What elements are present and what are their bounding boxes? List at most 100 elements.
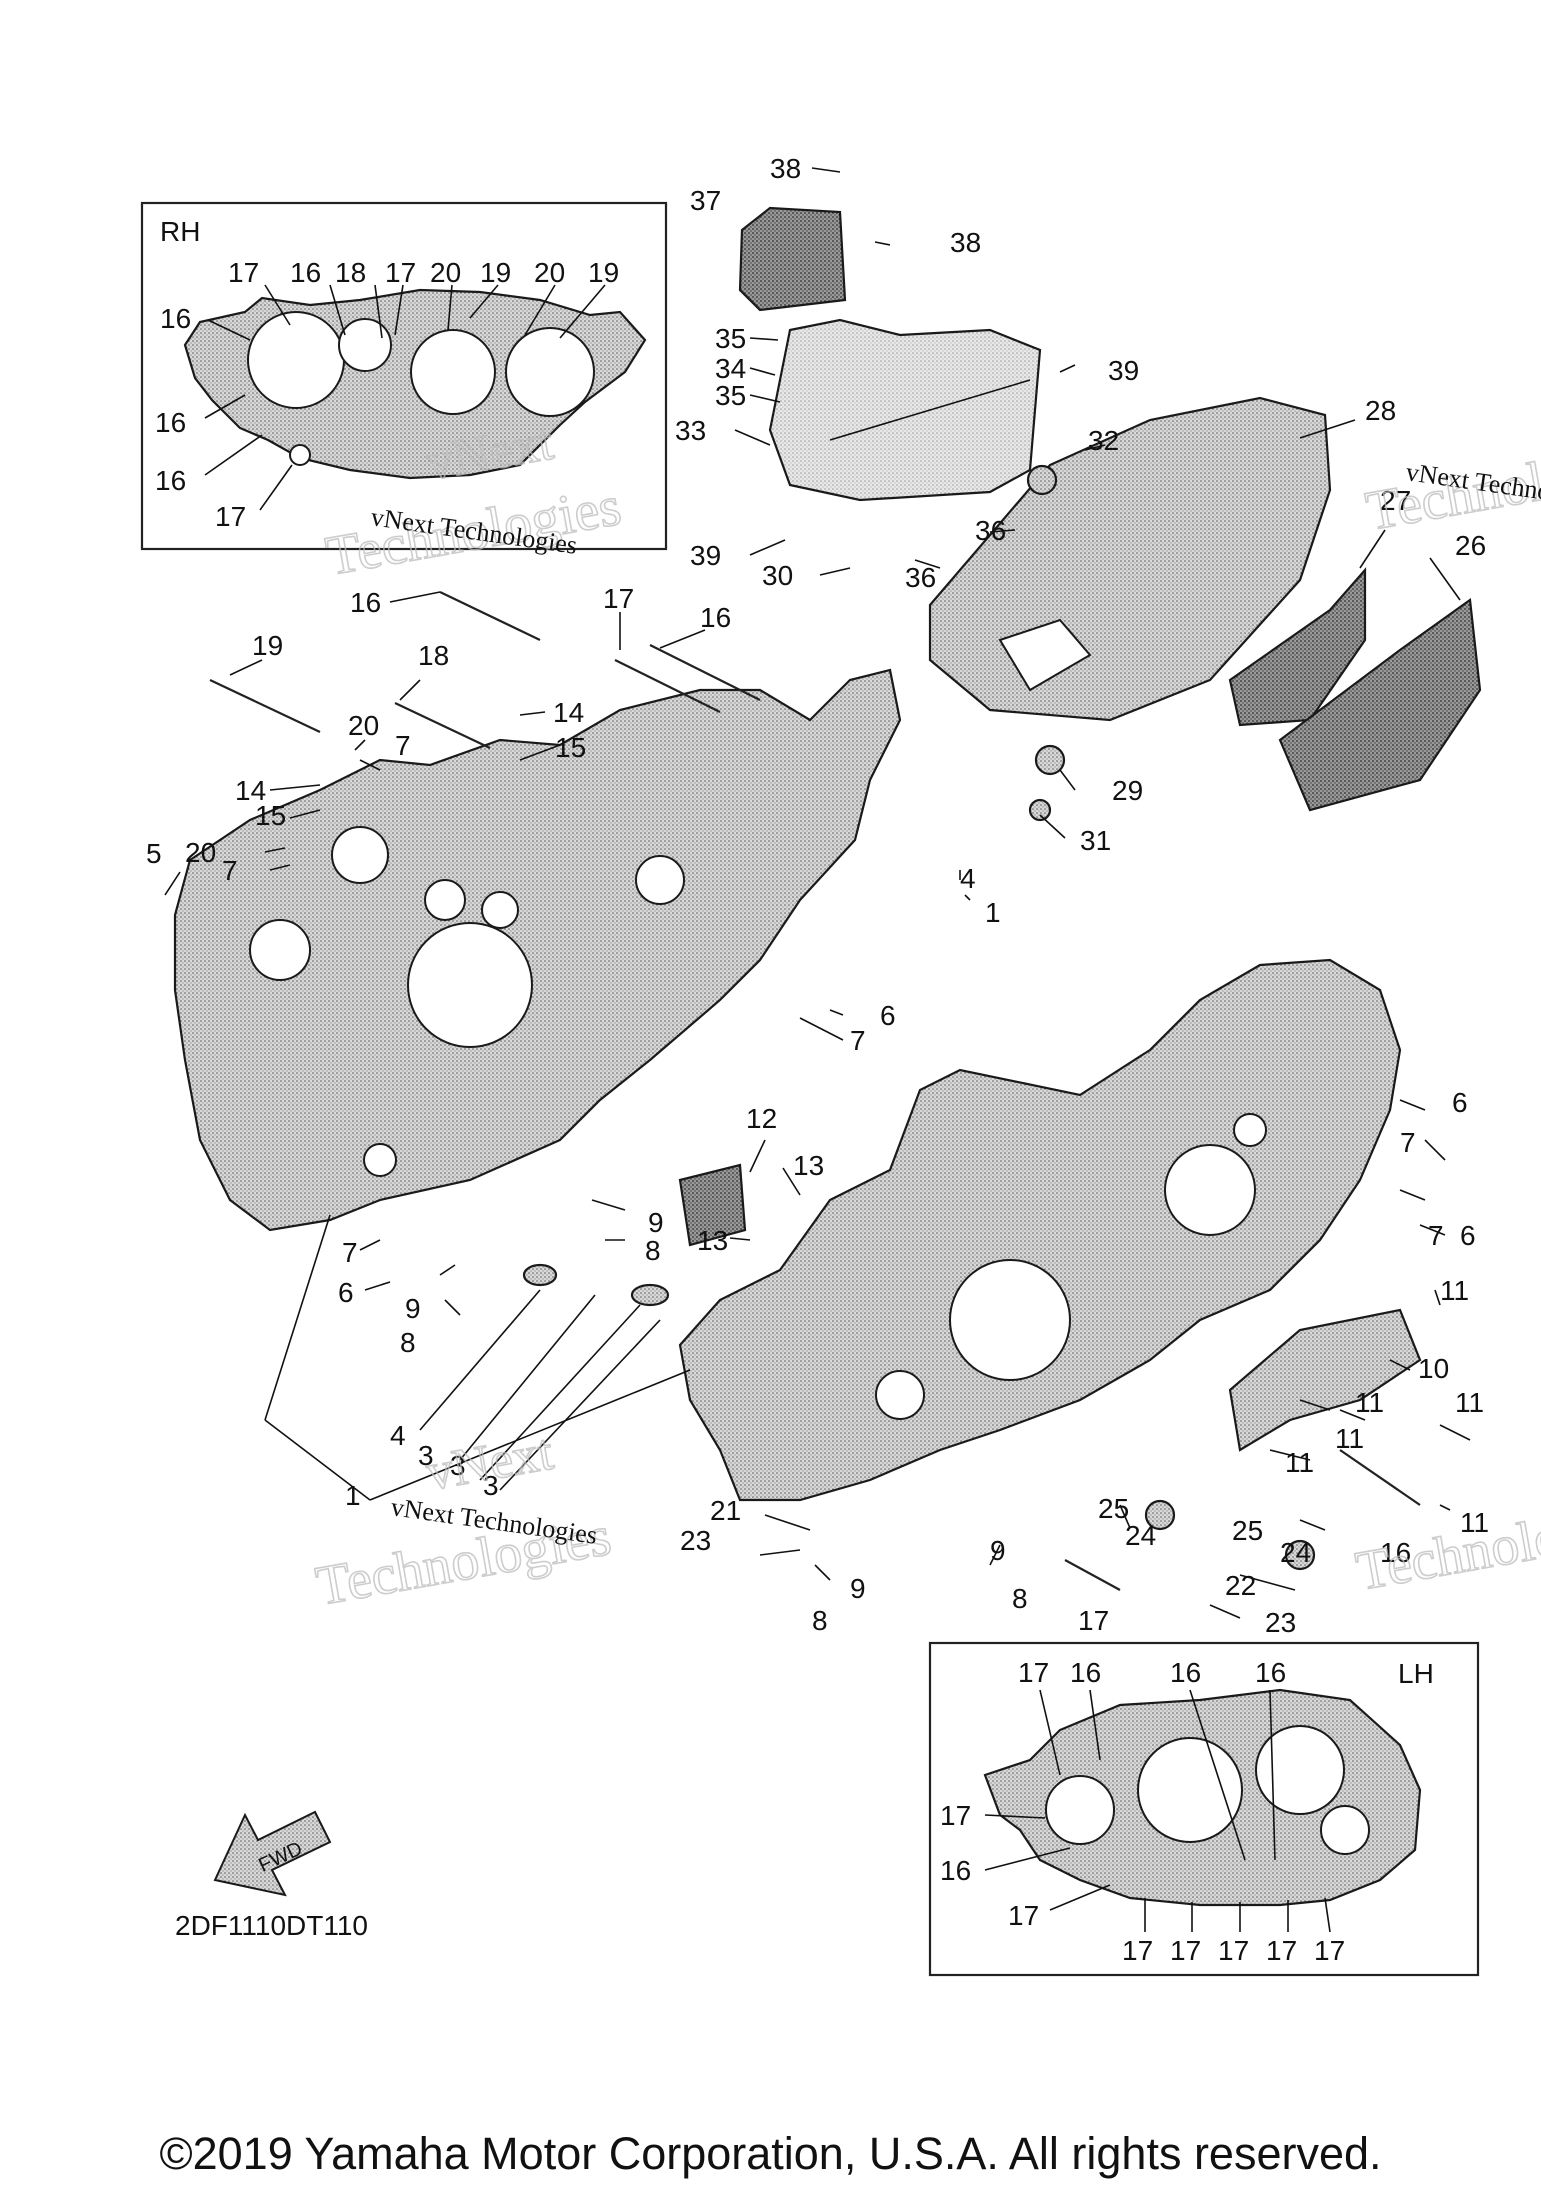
lh-callout: 17	[940, 1800, 971, 1831]
callout: 32	[1088, 425, 1119, 456]
callout: 27	[1380, 485, 1411, 516]
rh-callout: 16	[290, 257, 321, 288]
rh-main-bore	[410, 329, 496, 415]
callout: 38	[950, 227, 981, 258]
dowel-4	[522, 1263, 558, 1287]
rh-callout: 18	[335, 257, 366, 288]
plug-24	[1144, 1499, 1176, 1531]
cover-assembly	[738, 206, 1482, 822]
trim-panel-26	[1278, 598, 1482, 812]
oil-guide-12	[678, 1163, 747, 1247]
crankcase-lower	[678, 958, 1402, 1502]
callout: 6	[1452, 1087, 1468, 1118]
bushing-32	[1026, 464, 1058, 496]
callout: 14	[553, 697, 584, 728]
copyright-notice: ©2019 Yamaha Motor Corporation, U.S.A. A…	[159, 2128, 1382, 2179]
grommet-29	[1034, 744, 1066, 776]
guide-plate-10	[1228, 1308, 1422, 1452]
crankcase-upper	[173, 668, 902, 1232]
callout: 34	[715, 353, 746, 384]
callout: 6	[880, 1000, 896, 1031]
crankcase-left-half	[522, 958, 1422, 1571]
bolt-16-lower	[1339, 1449, 1421, 1506]
lh-inset-title: LH	[1398, 1658, 1434, 1689]
callout: 17	[1078, 1605, 1109, 1636]
callout: 1	[985, 897, 1001, 928]
callout: 24	[1280, 1537, 1311, 1568]
rh-callout: 16	[155, 407, 186, 438]
callout: 21	[710, 1495, 741, 1526]
callout: 11	[1460, 1507, 1489, 1538]
mounting-bracket	[768, 318, 1042, 502]
callout: 16	[350, 587, 381, 618]
rh-rear-bore	[505, 327, 595, 417]
callout: 7	[395, 730, 411, 761]
lh-inset: LH 17 16 16 16 17 16 17 17	[928, 1641, 1480, 1977]
lh-callout: 17	[1218, 1935, 1249, 1966]
lower-bore-a	[949, 1259, 1071, 1381]
watermark-text: vNext	[422, 1424, 558, 1502]
lh-callout: 17	[1122, 1935, 1153, 1966]
callout: 9	[990, 1535, 1006, 1566]
crank-bore-f	[635, 855, 685, 905]
lh-callout: 17	[1008, 1900, 1039, 1931]
callout: 11	[1455, 1387, 1484, 1418]
callout: 8	[400, 1327, 416, 1358]
callout: 20	[185, 837, 216, 868]
bolt-17-lower	[1064, 1559, 1121, 1591]
lh-callout: 17	[1018, 1657, 1049, 1688]
callout: 4	[390, 1420, 406, 1451]
lh-callout: 16	[1255, 1657, 1286, 1688]
rh-callout: 20	[534, 257, 565, 288]
callout: 9	[648, 1207, 664, 1238]
callout: 29	[1112, 775, 1143, 806]
callout: 10	[1418, 1353, 1449, 1384]
rh-bolt-hole	[289, 444, 311, 466]
rh-callout: 16	[155, 465, 186, 496]
lh-bore-d	[1320, 1805, 1370, 1855]
callout: 18	[418, 640, 449, 671]
callout: 6	[1460, 1220, 1476, 1251]
callout: 11	[1440, 1275, 1469, 1306]
callout: 12	[746, 1103, 777, 1134]
crank-bore-g	[363, 1143, 397, 1177]
callout: 1	[345, 1480, 361, 1511]
callout: 3	[450, 1450, 466, 1481]
rh-bore-small	[338, 318, 392, 372]
bolt-16-top	[439, 591, 541, 641]
bolt-17	[614, 659, 721, 713]
lh-bore-a	[1045, 1775, 1115, 1845]
callout: 31	[1080, 825, 1111, 856]
crank-bore-a	[249, 919, 311, 981]
callout: 7	[1400, 1127, 1416, 1158]
callout: 8	[645, 1235, 661, 1266]
watermark-text: Technologies	[1351, 1490, 1541, 1603]
callout: 5	[146, 838, 162, 869]
callout: 33	[675, 415, 706, 446]
crankcase-right-half	[173, 668, 902, 1232]
callout: 39	[1108, 355, 1139, 386]
lh-inset-leaders	[984, 1689, 1331, 1933]
bolt-18	[394, 702, 491, 749]
rh-inset: RH 17 16 18 17 20 19 20	[140, 201, 668, 551]
callout: 26	[1455, 530, 1486, 561]
lh-callout: 17	[1170, 1935, 1201, 1966]
callout: 17	[603, 583, 634, 614]
callout: 25	[1232, 1515, 1263, 1546]
crank-bore-d	[481, 891, 519, 929]
rh-inset-title: RH	[160, 216, 200, 247]
callout: 3	[483, 1470, 499, 1501]
rh-callout: 19	[588, 257, 619, 288]
lh-callout: 16	[1070, 1657, 1101, 1688]
bracket-plate	[738, 206, 847, 312]
callout: 35	[715, 323, 746, 354]
callout: 11	[1285, 1447, 1314, 1478]
lower-bore-b	[1164, 1144, 1256, 1236]
callout: 3	[418, 1440, 434, 1471]
callout: 16	[700, 602, 731, 633]
callout: 9	[405, 1293, 421, 1324]
lh-callout: 16	[1170, 1657, 1201, 1688]
callout: 28	[1365, 395, 1396, 426]
callout: 11	[1335, 1423, 1364, 1454]
callout: 39	[690, 540, 721, 571]
